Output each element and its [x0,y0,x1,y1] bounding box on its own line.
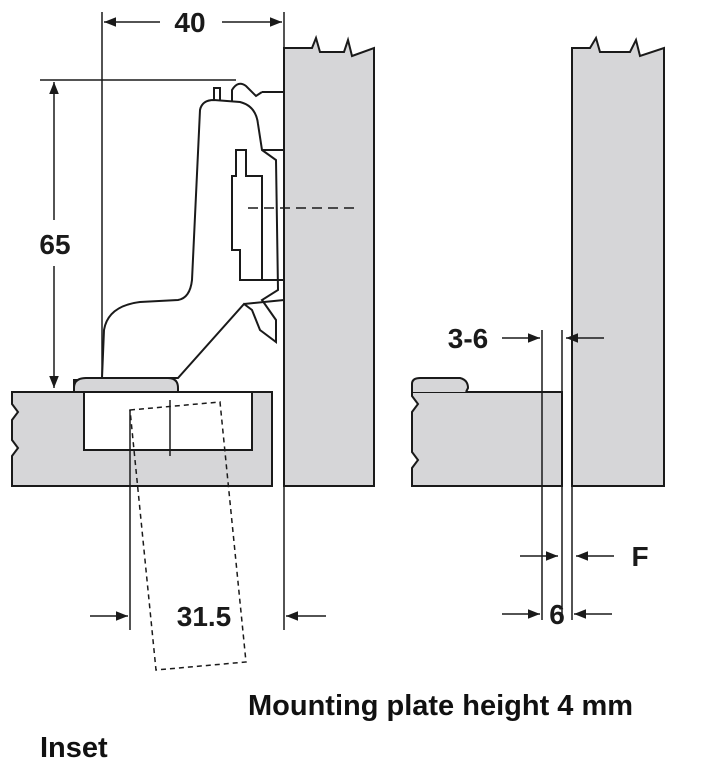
dim-6-label: 6 [549,599,565,630]
dim-3-6-label: 3-6 [448,323,488,354]
dim-40-label: 40 [174,7,205,38]
hinge-cup-recess [83,391,253,451]
mounting-plate-note: Mounting plate height 4 mm [248,690,634,722]
hinge-cup-flange [73,377,179,393]
dim-65-label: 65 [39,229,70,260]
hinge-screw-top [213,82,263,102]
dim-f-label: F [631,541,648,572]
door-right-cup-flange [411,377,470,393]
dim-31-5-label: 31.5 [177,601,232,632]
carcase-side-panel-left [283,34,375,487]
door-panel-right [411,391,563,487]
door-open-silhouette [129,401,247,671]
diagram-caption: Inset [40,732,108,764]
carcase-side-panel-right [571,35,665,487]
hinge-arm [100,98,280,379]
hinge-arm-detail [231,91,285,305]
